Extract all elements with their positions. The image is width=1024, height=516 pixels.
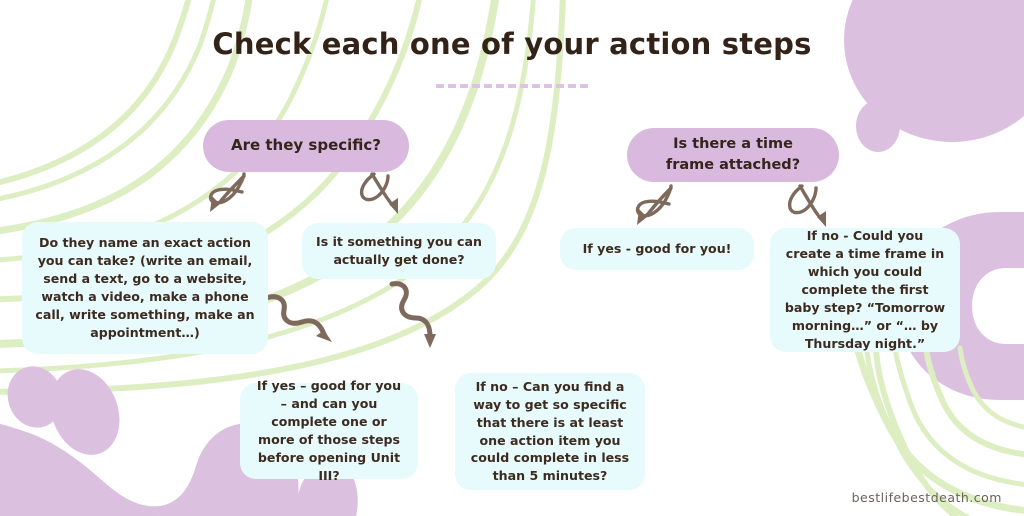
answer-box-actually-done[interactable]: Is it something you can actually get don…	[302, 223, 496, 279]
question-bubble-specific[interactable]: Are they specific?	[203, 120, 409, 172]
answer-box-if-no-specific[interactable]: If no – Can you find a way to get so spe…	[455, 373, 645, 490]
answer-box-exact-action-text: Do they name an exact action you can tak…	[35, 235, 255, 340]
title-divider	[436, 84, 588, 88]
squiggle-arrow-exact-to-yes	[263, 294, 332, 342]
answer-box-if-no-time-frame[interactable]: If no - Could you create a time frame in…	[770, 228, 960, 352]
answer-box-yes-complete-text: If yes – good for you – and can you comp…	[256, 378, 402, 483]
answer-box-actually-done-text: Is it something you can actually get don…	[316, 234, 482, 267]
answer-box-if-no-time-frame-text: If no - Could you create a time frame in…	[784, 228, 946, 351]
answer-box-yes-good-text: If yes - good for you!	[582, 241, 732, 257]
answer-box-yes-good[interactable]: If yes - good for you!	[560, 228, 754, 270]
question-bubble-timeframe-label: Is there a time frame attached?	[665, 135, 801, 173]
answer-box-if-no-specific-text: If no – Can you find a way to get so spe…	[470, 378, 630, 484]
question-bubble-specific-label: Are they specific?	[230, 136, 381, 155]
page-title: Check each one of your action steps	[212, 27, 812, 61]
answer-box-exact-action[interactable]: Do they name an exact action you can tak…	[22, 222, 268, 354]
loop-arrow-specific-left	[208, 172, 246, 212]
answer-box-yes-complete[interactable]: If yes – good for you – and can you comp…	[240, 378, 418, 483]
loop-arrow-specific-right	[359, 172, 398, 214]
squiggle-arrow-done-to-no	[389, 281, 436, 348]
site-watermark: bestlifebestdeath.com	[851, 490, 1002, 505]
question-bubble-timeframe[interactable]: Is there a time frame attached?	[627, 128, 839, 182]
